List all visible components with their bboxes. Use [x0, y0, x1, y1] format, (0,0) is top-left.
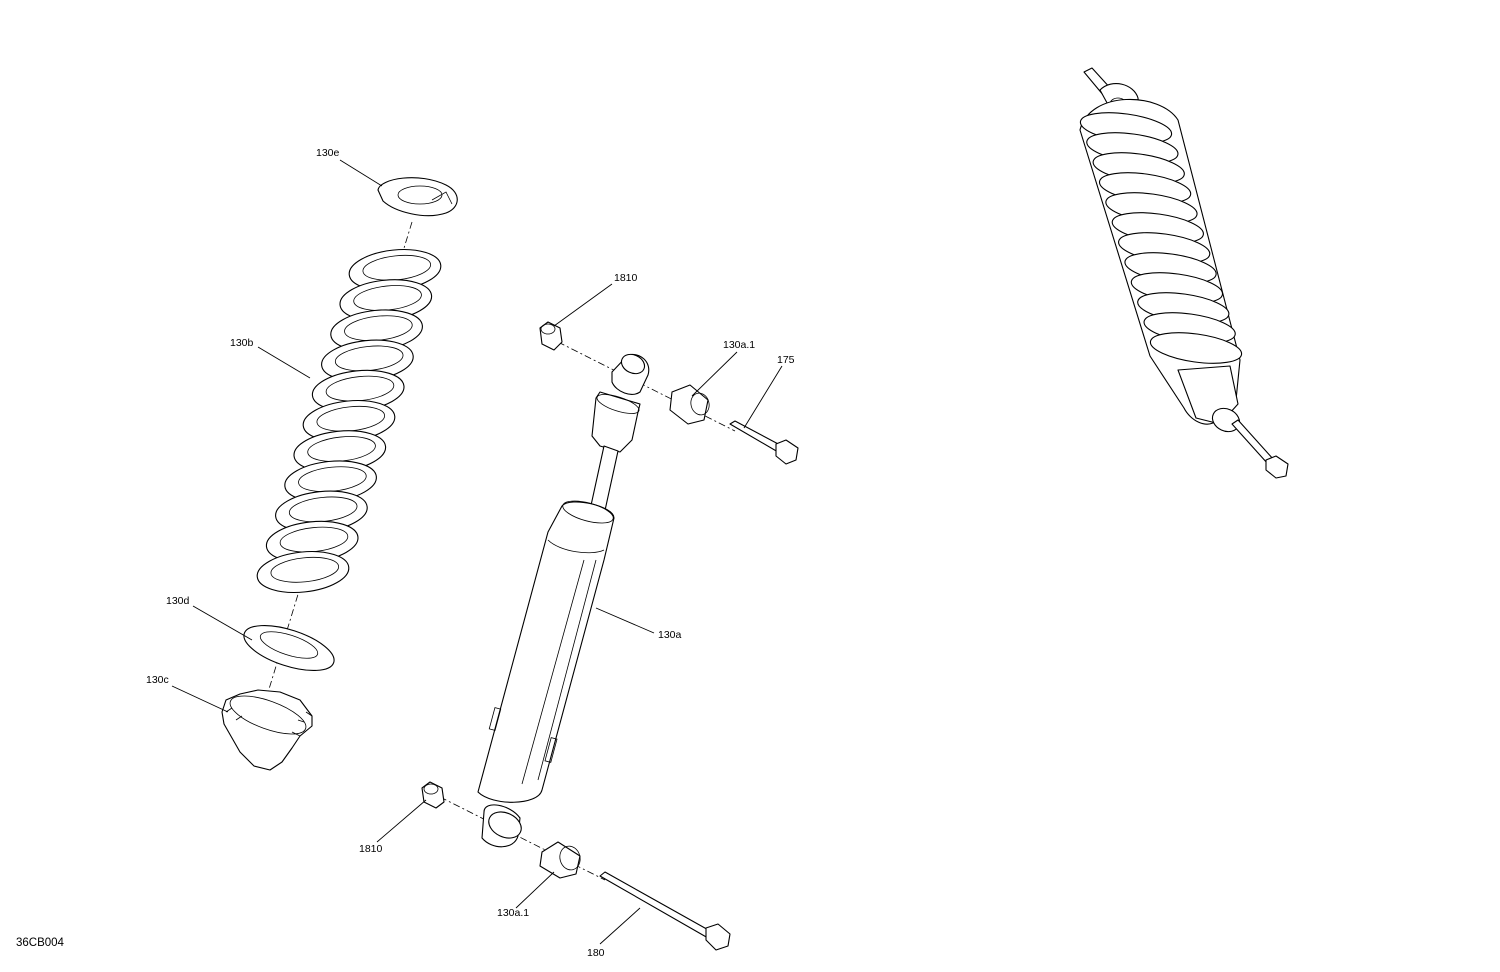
- spring-coil-turn: [256, 550, 350, 594]
- leader-130d: [192, 605, 253, 641]
- shock-absorber-part: [477, 353, 650, 848]
- leader-175: [743, 365, 783, 429]
- upper-nut-part: [539, 321, 563, 351]
- spring-coil-inner-edge: [270, 556, 340, 583]
- leader-1810-upper: [553, 283, 613, 327]
- leader-130a1-upper: [691, 351, 738, 397]
- upper-bolt-part: [729, 420, 799, 465]
- lower-mount-axis-line: [439, 796, 606, 881]
- callout-175: 175: [777, 354, 795, 366]
- callout-130a1-upper: 130a.1: [723, 339, 755, 351]
- callout-130a: 130a: [658, 629, 682, 641]
- figure-code: 36CB004: [16, 937, 65, 949]
- lower-bolt-part: [599, 871, 731, 951]
- assembled-spring-coil-turn: [1149, 332, 1243, 364]
- callout-1810-upper: 1810: [614, 272, 638, 284]
- leader-130a: [595, 607, 655, 634]
- spring-seat-washer-part: [243, 625, 335, 671]
- callout-130d: 130d: [166, 595, 190, 607]
- leader-1810-lower: [376, 799, 427, 843]
- leader-130a1-lower: [515, 871, 555, 909]
- leader-180: [599, 907, 641, 945]
- leader-130c: [171, 685, 229, 713]
- callout-130e: 130e: [316, 147, 340, 159]
- lower-bushing-part: [539, 841, 581, 879]
- leader-130b: [257, 346, 311, 379]
- callout-180: 180: [587, 947, 605, 959]
- callout-130b: 130b: [230, 337, 254, 349]
- assembled-shock-view: [1079, 67, 1289, 479]
- coil-spring-part: [256, 248, 442, 594]
- lower-nut-part: [421, 781, 445, 809]
- callout-130a1-lower: 130a.1: [497, 907, 529, 919]
- callout-1810-lower: 1810: [359, 843, 383, 855]
- leader-130e: [339, 159, 383, 187]
- spring-retainer-part: [377, 177, 458, 217]
- upper-bushing-part: [669, 384, 710, 425]
- upper-mount-axis-line: [557, 341, 736, 432]
- adjuster-ring-part: [221, 689, 313, 771]
- callout-130c: 130c: [146, 674, 169, 686]
